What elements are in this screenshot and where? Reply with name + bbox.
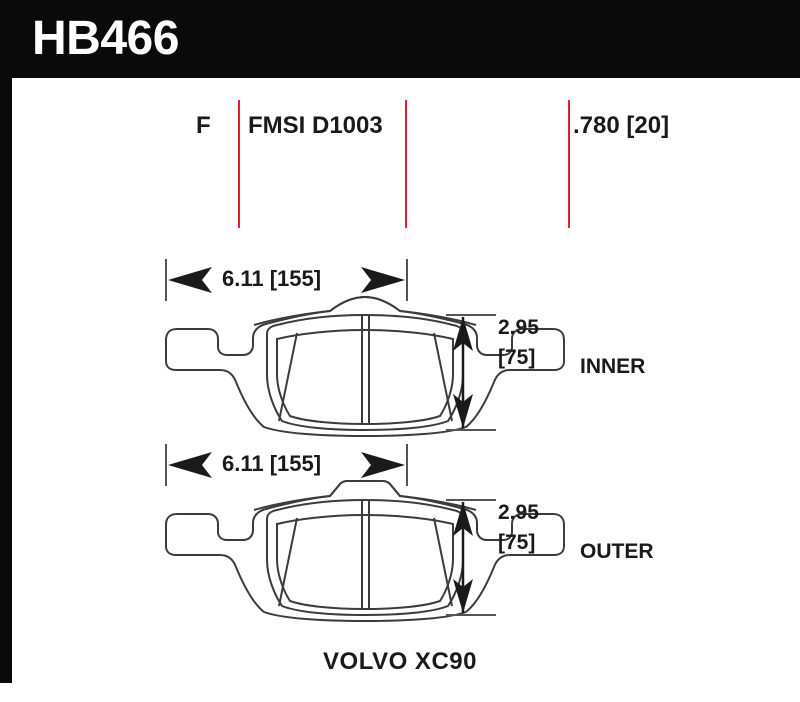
arrow-down-icon: [453, 394, 473, 428]
vehicle-application-label: VOLVO XC90: [323, 648, 477, 675]
bevel-line-left: [278, 517, 298, 607]
left-border: [0, 78, 12, 683]
arrow-right-icon: [361, 267, 405, 293]
friction-chamfer-line: [276, 328, 454, 426]
position-code: F: [196, 112, 211, 139]
arrow-left-icon: [168, 267, 212, 293]
friction-material-outline: [266, 313, 464, 432]
pad-top-edge-line: [253, 480, 477, 511]
height-dimension-inches: 2.95: [498, 501, 539, 524]
width-dimension-label-inner: 6.11 [155]: [222, 266, 322, 291]
height-dimension-mm: [75]: [498, 346, 536, 369]
arrow-right-icon: [361, 452, 405, 478]
friction-material-outline: [266, 498, 464, 617]
side-label-outer: OUTER: [580, 540, 654, 563]
pad-top-edge-line: [253, 295, 477, 326]
height-dimension-label-outer: 2.95 [75]: [498, 498, 539, 558]
thickness-value: .780 [20]: [573, 112, 670, 139]
height-dimension-mm: [75]: [498, 531, 536, 554]
pad-backing-outline: [165, 480, 565, 623]
pad-backing-outline: [165, 295, 565, 438]
red-divider-1: [238, 100, 240, 228]
width-dimension-label-outer: 6.11 [155]: [222, 451, 322, 476]
arrow-up-icon: [453, 502, 473, 536]
page-title: HB466: [32, 12, 179, 65]
header-band: [0, 0, 800, 78]
arrow-up-icon: [453, 317, 473, 351]
bevel-line-left: [278, 332, 298, 422]
fmsi-number: FMSI D1003: [248, 112, 383, 139]
bevel-line-right: [433, 332, 453, 422]
arrow-left-icon: [168, 452, 212, 478]
height-dimension-label-inner: 2.95 [75]: [498, 313, 539, 373]
red-divider-2: [405, 100, 407, 228]
side-label-inner: INNER: [580, 355, 646, 378]
height-dimension-inches: 2.95: [498, 316, 539, 339]
friction-chamfer-line: [276, 513, 454, 611]
arrow-down-icon: [453, 579, 473, 613]
outer-pad-drawing: [165, 444, 565, 623]
red-divider-3: [568, 100, 570, 228]
bevel-line-right: [433, 517, 453, 607]
inner-pad-drawing: [165, 259, 565, 438]
